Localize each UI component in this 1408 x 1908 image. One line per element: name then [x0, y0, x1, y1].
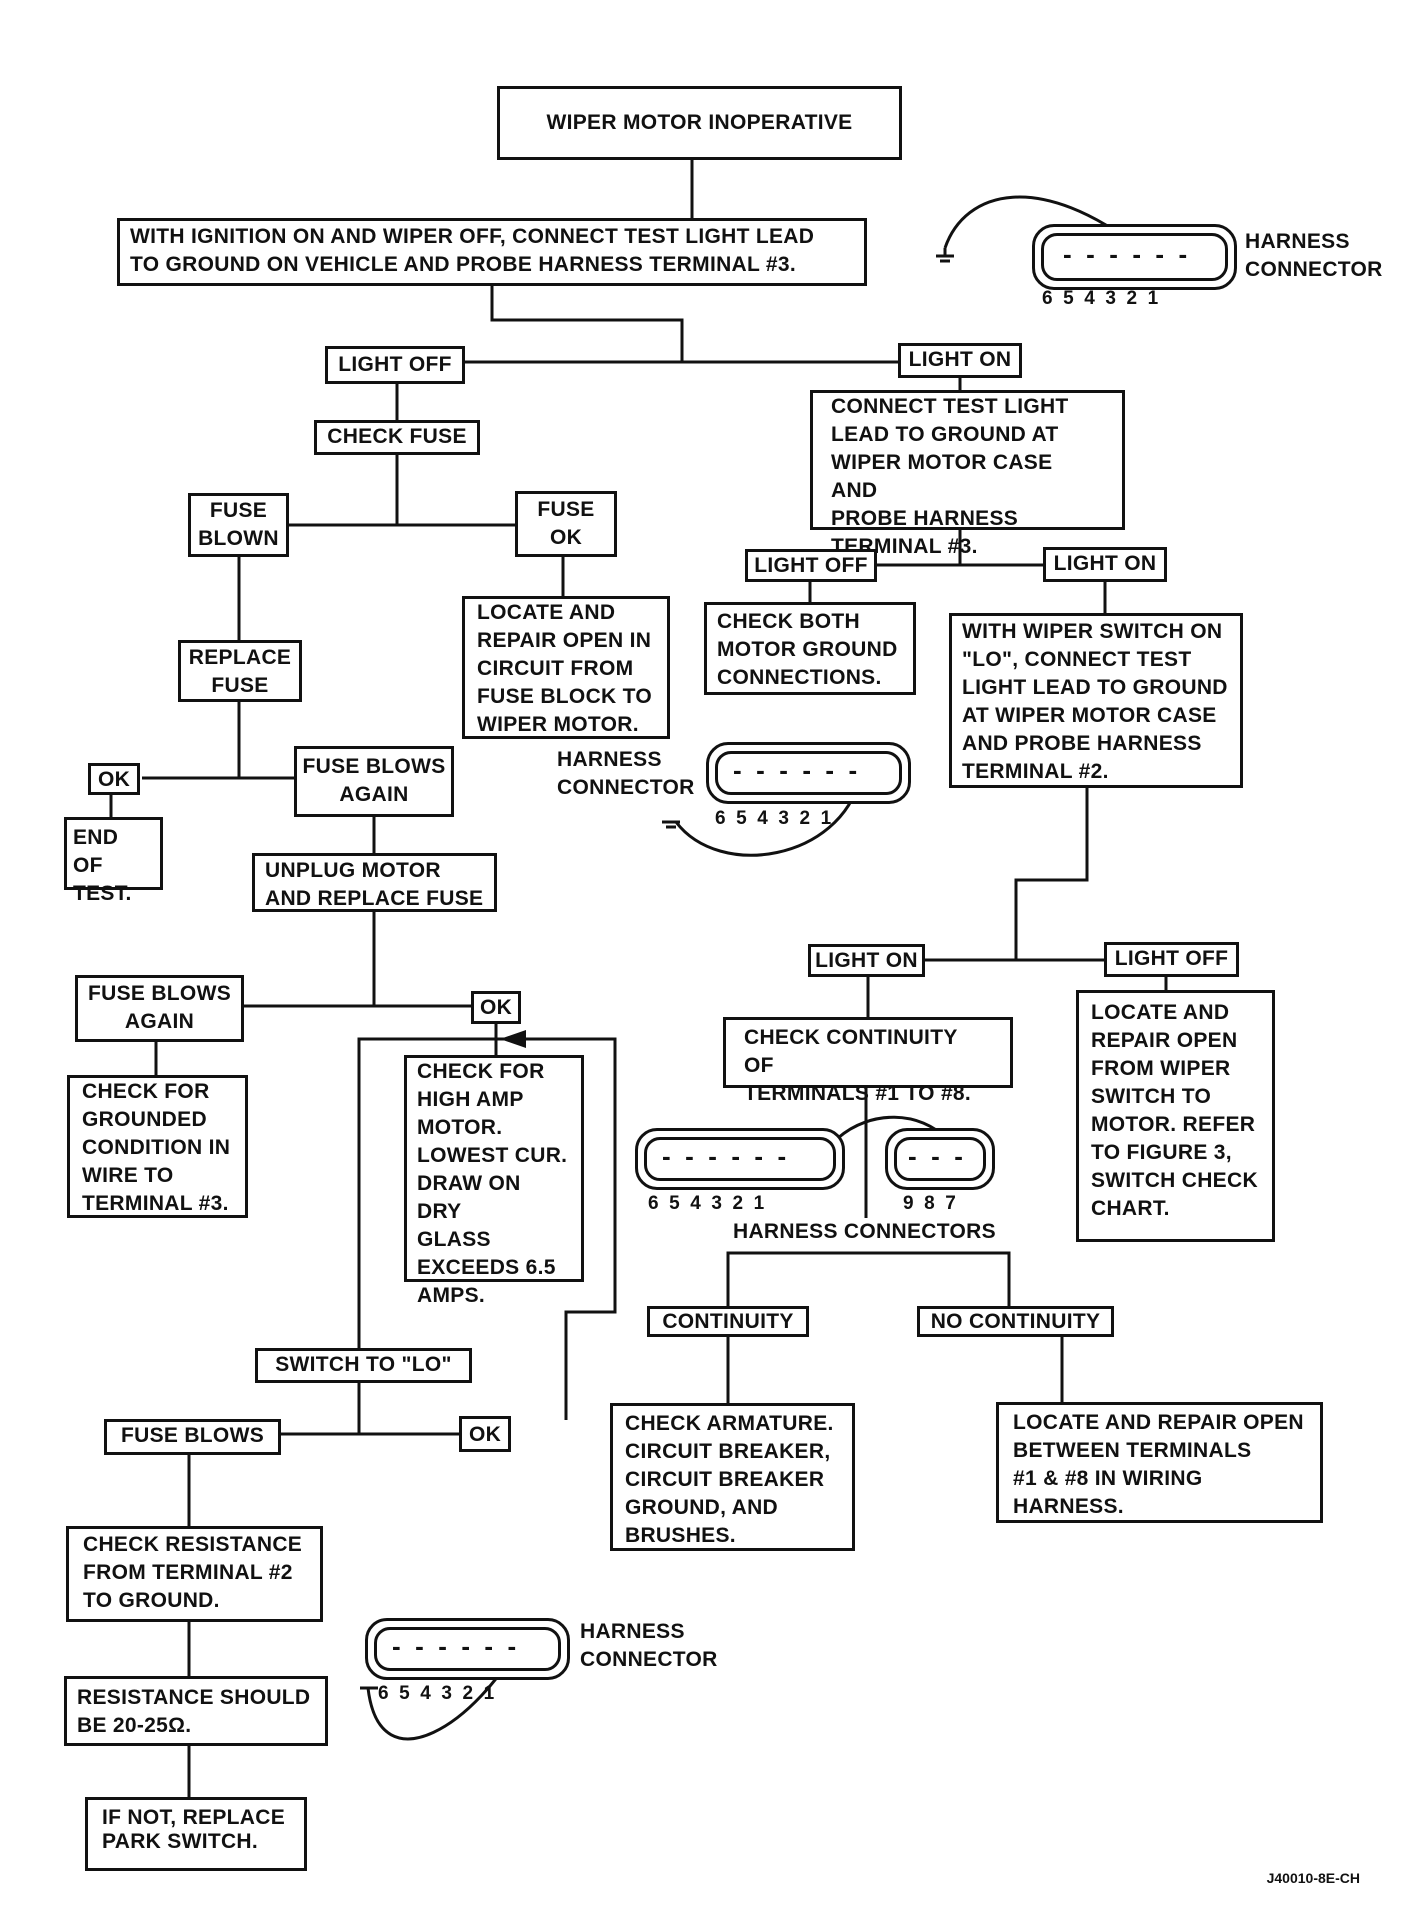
right-light-on-3: LIGHT ON: [808, 944, 925, 977]
fuse-blown-box: FUSE BLOWN: [188, 493, 289, 557]
fuse-blows-again-box: FUSE BLOWS AGAIN: [294, 746, 454, 817]
connector-bottom-label: HARNESS CONNECTOR: [580, 1620, 718, 1671]
repair-fuse-block-box: LOCATE AND REPAIR OPEN IN CIRCUIT FROM F…: [462, 596, 670, 739]
connector-bottom-pins: 6 5 4 3 2 1: [378, 1683, 495, 1704]
harness-connector-continuity-right: - - -: [885, 1128, 995, 1190]
connector-top-pins: 6 5 4 3 2 1: [1042, 288, 1159, 309]
check-ground-conn-box: CHECK BOTH MOTOR GROUND CONNECTIONS.: [704, 602, 916, 695]
check-armature-box: CHECK ARMATURE. CIRCUIT BREAKER, CIRCUIT…: [610, 1403, 855, 1551]
connector-continuity-right-pins: 9 8 7: [903, 1193, 956, 1214]
check-high-amp-box: CHECK FOR HIGH AMP MOTOR. LOWEST CUR. DR…: [404, 1055, 584, 1307]
connector-dashes: - - - - - -: [662, 1141, 787, 1171]
step1-box: WITH IGNITION ON AND WIPER OFF, CONNECT …: [117, 218, 867, 286]
check-resistance-box: CHECK RESISTANCE FROM TERMINAL #2 TO GRO…: [66, 1526, 323, 1622]
connector-middle-label: HARNESS CONNECTOR: [557, 748, 695, 799]
harness-connector-bottom: - - - - - -: [365, 1618, 570, 1680]
ok-box: OK: [88, 763, 140, 795]
resistance-should-box: RESISTANCE SHOULD BE 20-25Ω.: [64, 1676, 328, 1746]
continuity-box: CONTINUITY: [647, 1306, 809, 1337]
connector-top-label: HARNESS CONNECTOR: [1245, 230, 1383, 281]
connector-dashes: - - - - - -: [392, 1631, 517, 1661]
right-light-on-2: LIGHT ON: [1043, 547, 1167, 582]
switch-lo-box: SWITCH TO "LO": [255, 1348, 472, 1383]
check-continuity-box: CHECK CONTINUITY OF TERMINALS #1 TO #8.: [723, 1017, 1013, 1105]
harness-connector-continuity-left: - - - - - -: [635, 1128, 845, 1190]
connector-dashes: - - - - - -: [733, 755, 858, 785]
harness-connectors-label: HARNESS CONNECTORS: [733, 1220, 996, 1243]
connector-continuity-left-pins: 6 5 4 3 2 1: [648, 1193, 765, 1214]
end-of-test-box: END OF TEST.: [64, 817, 163, 905]
check-fuse-box: CHECK FUSE: [314, 420, 480, 455]
harness-connector-middle: - - - - - -: [706, 742, 911, 804]
left-light-off: LIGHT OFF: [325, 346, 465, 384]
right-light-off-2: LIGHT OFF: [745, 549, 877, 582]
no-continuity-box: NO CONTINUITY: [917, 1306, 1114, 1337]
check-grounded-box: CHECK FOR GROUNDED CONDITION IN WIRE TO …: [67, 1075, 248, 1218]
connector-dashes: - - -: [908, 1141, 963, 1171]
fuse-blows-again-2-box: FUSE BLOWS AGAIN: [75, 975, 244, 1042]
ok-3-box: OK: [459, 1416, 511, 1452]
right-light-off-3: LIGHT OFF: [1104, 942, 1239, 977]
replace-fuse-box: REPLACE FUSE: [178, 640, 302, 702]
switch-lo-test-box: WITH WIPER SWITCH ON "LO", CONNECT TEST …: [949, 613, 1243, 788]
replace-park-box: IF NOT, REPLACE PARK SWITCH.: [85, 1797, 307, 1871]
connect-motor-case-box: CONNECT TEST LIGHT LEAD TO GROUND AT WIP…: [810, 390, 1125, 558]
fuse-ok-box: FUSE OK: [515, 491, 617, 557]
harness-connector-top: - - - - - -: [1032, 224, 1237, 290]
fuse-blows-box: FUSE BLOWS: [104, 1419, 281, 1455]
connector-dashes: - - - - - -: [1063, 239, 1188, 269]
connector-middle-pins: 6 5 4 3 2 1: [715, 808, 832, 829]
unplug-motor-box: UNPLUG MOTOR AND REPLACE FUSE: [252, 853, 497, 912]
start-box: WIPER MOTOR INOPERATIVE: [497, 86, 902, 160]
ok-2-box: OK: [471, 991, 521, 1024]
figure-id: J40010-8E-CH: [1266, 1870, 1360, 1886]
repair-wiper-switch-box: LOCATE AND REPAIR OPEN FROM WIPER SWITCH…: [1076, 990, 1275, 1242]
right-light-on: LIGHT ON: [898, 343, 1022, 378]
repair-terminals-box: LOCATE AND REPAIR OPEN BETWEEN TERMINALS…: [996, 1402, 1323, 1523]
